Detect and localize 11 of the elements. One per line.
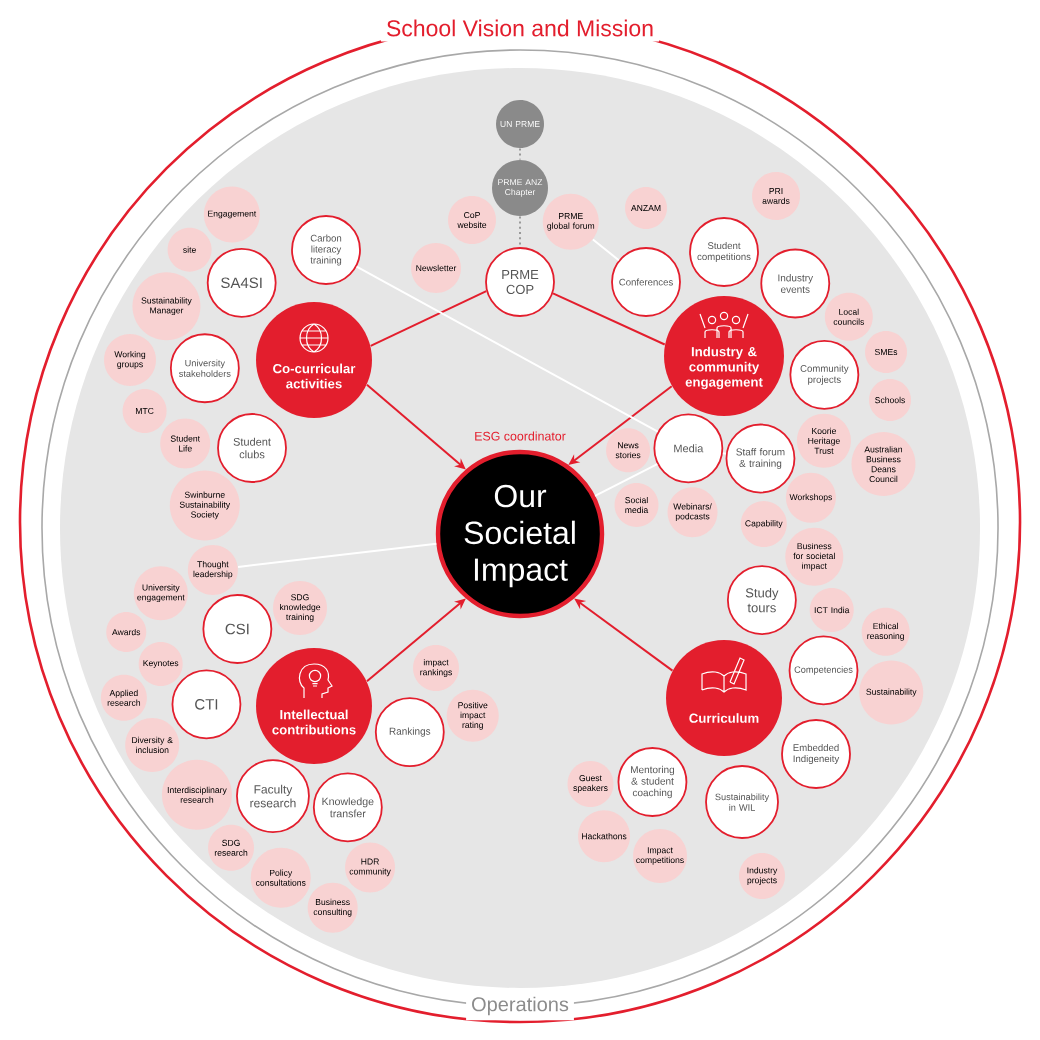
dotted-line	[519, 215, 521, 249]
connector-line	[594, 463, 659, 497]
connector-line	[552, 292, 666, 346]
connector-line	[721, 452, 727, 455]
ring-title: Operations	[466, 991, 574, 1021]
connector-line	[591, 238, 620, 262]
connector-line	[355, 265, 659, 433]
dotted-line	[519, 147, 521, 161]
ring-title: School Vision and Mission	[381, 14, 660, 42]
connector-line	[369, 290, 488, 347]
connector-line	[237, 542, 438, 568]
